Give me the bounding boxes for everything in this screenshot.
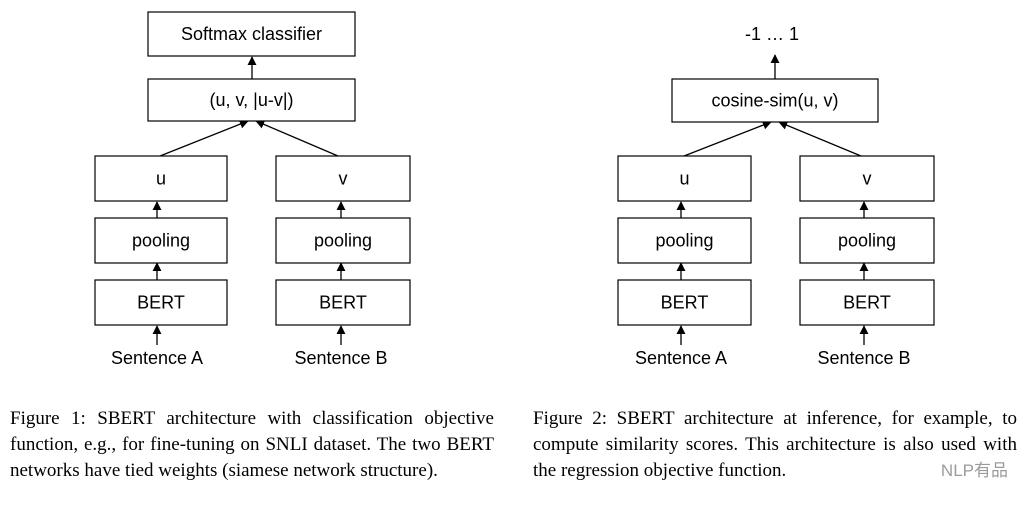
sentence2-b-label: Sentence B <box>817 348 910 368</box>
figure-2-caption: Figure 2: SBERT architecture at inferenc… <box>533 408 1017 481</box>
u2-label: u <box>679 169 689 189</box>
bert-b-label: BERT <box>319 293 367 313</box>
pooling2-b-label: pooling <box>838 231 896 251</box>
pooling-b-label: pooling <box>314 231 372 251</box>
softmax-classifier-box <box>147 11 356 57</box>
bert-a-label: BERT <box>137 293 185 313</box>
sentence2-a-label: Sentence A <box>635 348 727 368</box>
u-box <box>94 155 228 202</box>
u2-box <box>617 155 752 202</box>
edge2-sim-from-v <box>778 120 862 157</box>
bert2-b-label: BERT <box>843 293 891 313</box>
bert-a-box <box>94 279 228 326</box>
v-box <box>275 155 411 202</box>
u-label: u <box>156 169 166 189</box>
pooling-a-box <box>94 217 228 264</box>
bert2-b-box <box>799 279 935 326</box>
figure-2-diagram: -1 … 1 cosine-sim(u, v) u v pooling pool… <box>617 24 935 368</box>
v2-label: v <box>863 169 872 189</box>
pooling2-b-box <box>799 217 935 264</box>
edge-concat-from-u <box>159 119 249 157</box>
cosine-sim-box <box>671 78 879 123</box>
concat-label: (u, v, |u-v|) <box>209 90 293 110</box>
pooling-a-label: pooling <box>132 231 190 251</box>
bert-b-box <box>275 279 411 326</box>
figure-1-diagram: Softmax classifier (u, v, |u-v|) u v poo… <box>94 11 411 368</box>
cosine-sim-label: cosine-sim(u, v) <box>711 91 838 111</box>
watermark: NLP有品 <box>940 461 1008 480</box>
pooling-b-box <box>275 217 411 264</box>
concat-box <box>147 78 356 122</box>
sentence-a-label: Sentence A <box>111 348 203 368</box>
bert2-a-box <box>617 279 752 326</box>
pooling2-a-label: pooling <box>655 231 713 251</box>
similarity-range-label: -1 … 1 <box>745 24 799 44</box>
softmax-classifier-label: Softmax classifier <box>181 24 322 44</box>
v-label: v <box>339 169 348 189</box>
edge2-sim-from-u <box>683 120 772 157</box>
bert2-a-label: BERT <box>661 293 709 313</box>
pooling2-a-box <box>617 217 752 264</box>
figure-1-caption: Figure 1: SBERT architecture with classi… <box>10 408 494 481</box>
edge-concat-from-v <box>255 120 339 157</box>
sentence-b-label: Sentence B <box>294 348 387 368</box>
v2-box <box>799 155 935 202</box>
